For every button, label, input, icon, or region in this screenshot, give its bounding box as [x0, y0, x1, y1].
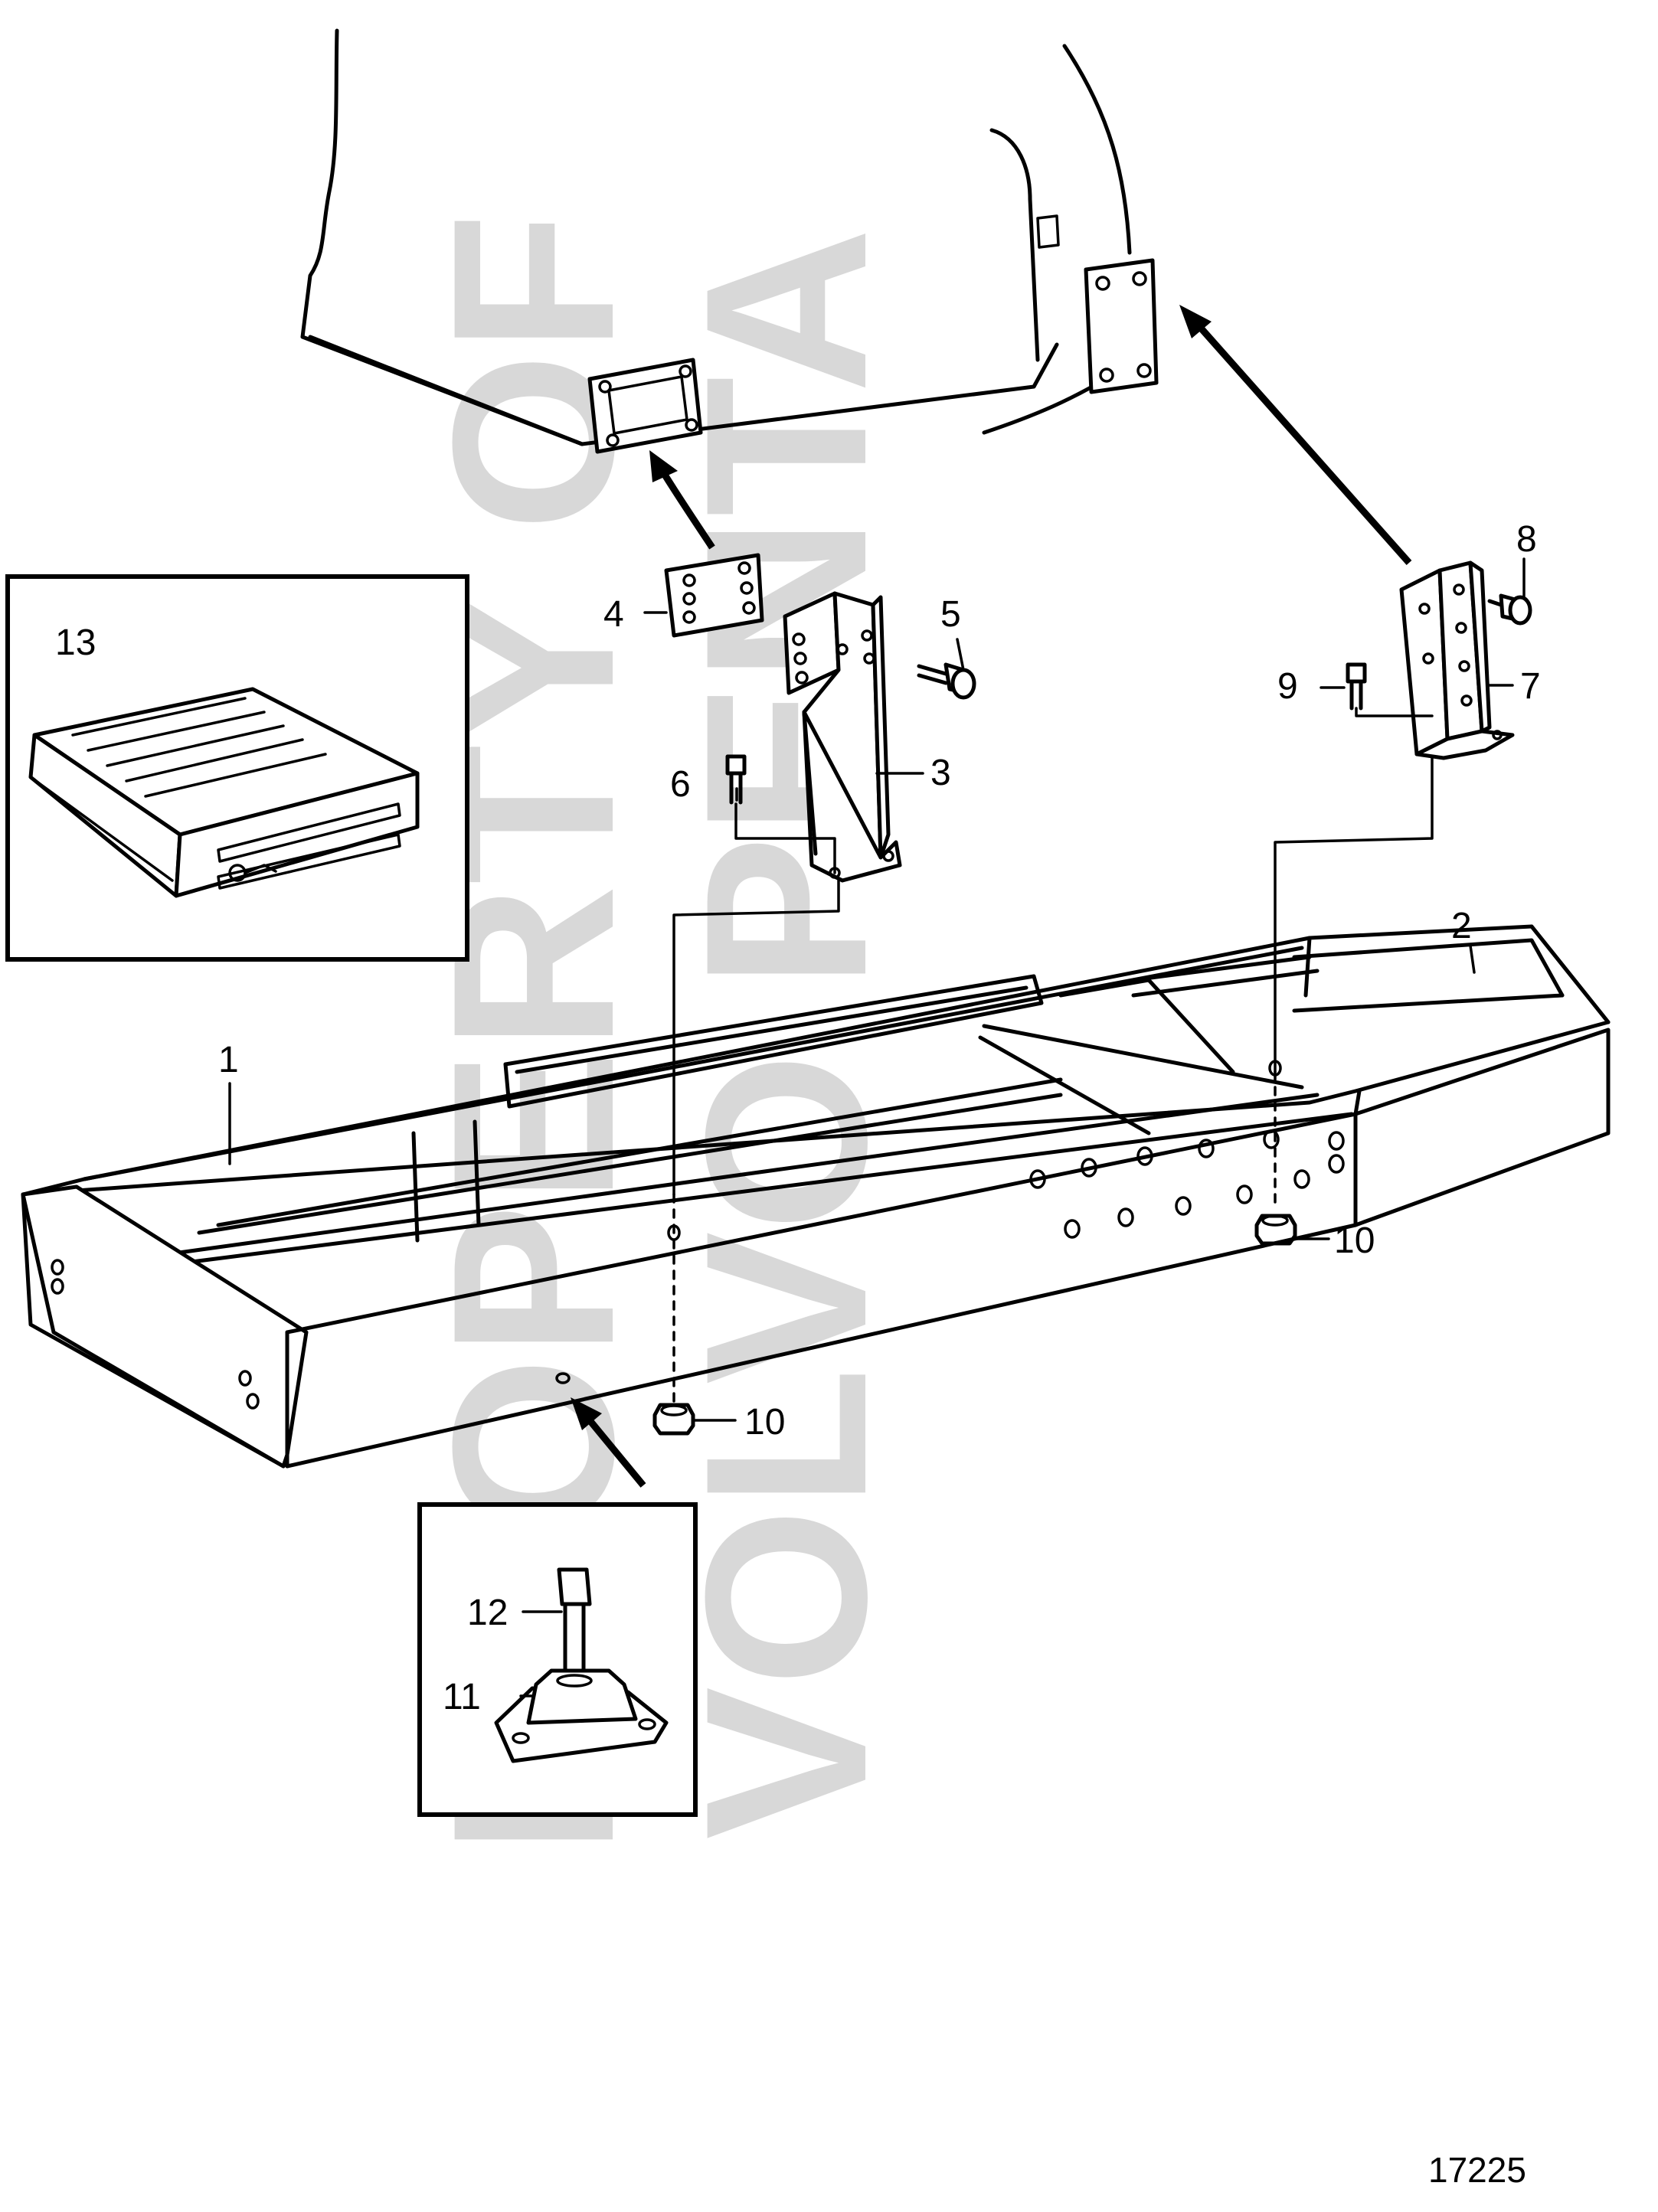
part-10-nut-left: [652, 1403, 695, 1436]
callout-10-right: 10: [1334, 1220, 1375, 1261]
callout-1: 1: [218, 1040, 239, 1080]
callout-9: 9: [1277, 666, 1298, 707]
part-3-mounting-bracket-left: [783, 591, 902, 883]
part-12-bolt: [557, 1567, 592, 1675]
assembly-arrow-bottom: [571, 1397, 646, 1488]
assembly-arrow-left: [649, 450, 715, 550]
part-5-bolt: [917, 662, 976, 700]
callout-5: 5: [940, 594, 961, 635]
guide-line-left: [672, 879, 840, 1196]
engine-mount-flange-left: [587, 358, 703, 454]
engine-mount-flange-right: [1036, 214, 1159, 394]
part-4-adapter-plate: [664, 553, 764, 638]
callout-10-left: 10: [744, 1402, 785, 1443]
part-1-part-2-base-frame: [21, 924, 1611, 1469]
callout-12: 12: [467, 1593, 508, 1633]
part-11-rubber-mount: [494, 1668, 669, 1763]
part-8-bolt: [1487, 593, 1532, 626]
callout-11: 11: [443, 1677, 481, 1717]
assembly-arrow-right: [1179, 305, 1412, 565]
part-6-bolt: [725, 754, 836, 874]
callout-6: 6: [670, 764, 691, 805]
callout-leaders: [228, 557, 1526, 1697]
part-9-bolt: [1346, 662, 1434, 717]
part-13-cover: [28, 687, 420, 898]
frame-bolt-holes: [51, 1060, 1345, 1410]
callout-8: 8: [1516, 519, 1537, 560]
inset-parts-11-12: [417, 1502, 698, 1817]
diagram-reference-number: 17225: [1428, 2150, 1526, 2190]
part-7-mounting-bracket-right: [1399, 560, 1515, 760]
callout-4: 4: [603, 594, 624, 635]
callout-3: 3: [930, 753, 951, 793]
part-10-nut-right: [1254, 1214, 1297, 1246]
callout-13: 13: [55, 622, 96, 663]
callout-2: 2: [1451, 906, 1472, 946]
callout-7: 7: [1520, 666, 1541, 707]
engine-block: [300, 28, 1159, 454]
guide-line-right: [1274, 756, 1434, 1073]
inset-part-13: [5, 574, 469, 962]
